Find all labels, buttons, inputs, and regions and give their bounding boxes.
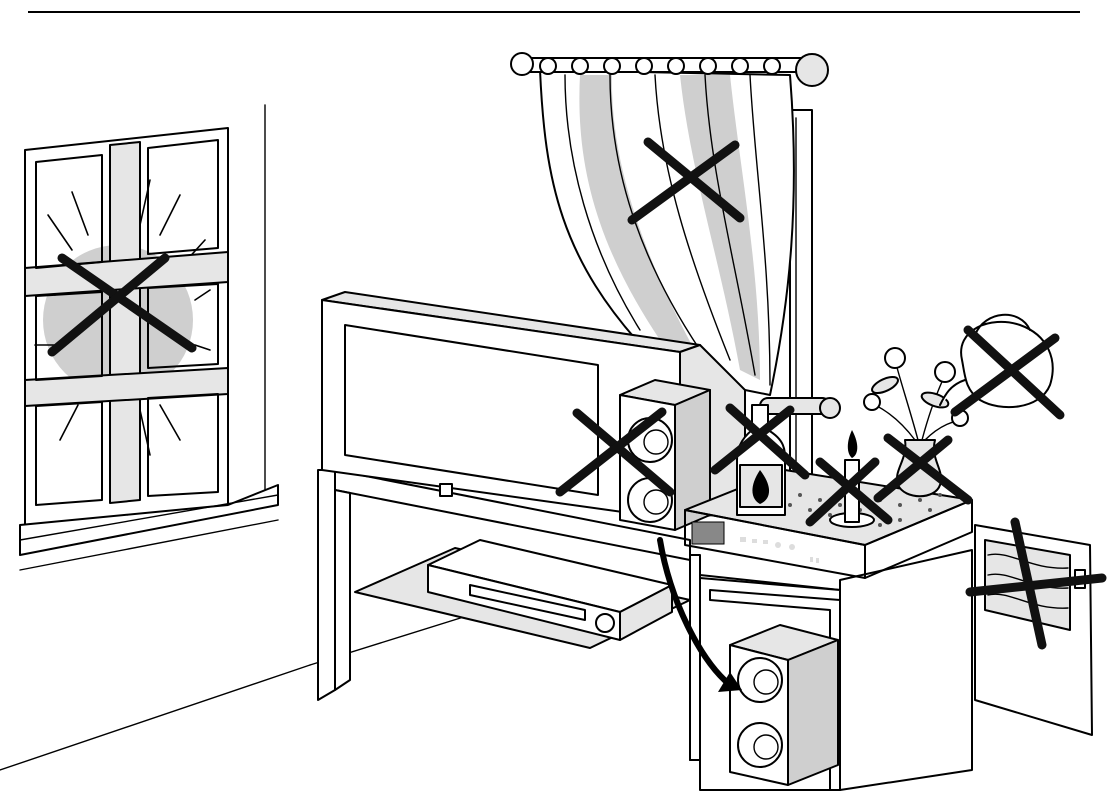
- prohibited-x-icon: [805, 457, 893, 527]
- prohibited-x-icon: [627, 137, 745, 225]
- prohibited-x-icon: [555, 407, 675, 497]
- window: [19, 127, 279, 571]
- flame-icon: [752, 470, 770, 504]
- prohibited-x-icon: [965, 517, 1107, 650]
- speaker-icon: [619, 379, 711, 531]
- prohibited-x-icon: [950, 325, 1065, 420]
- flower-vase-icon: [863, 347, 969, 498]
- prohibited-x-icon: [873, 433, 973, 505]
- prohibited-x-icon: [47, 253, 197, 357]
- prohibited-x-icon: [710, 403, 810, 480]
- speaker-icon: [729, 624, 839, 786]
- bottle-icon: [736, 404, 786, 516]
- heater-icon: [974, 524, 1093, 736]
- arrow-icon: [657, 537, 742, 692]
